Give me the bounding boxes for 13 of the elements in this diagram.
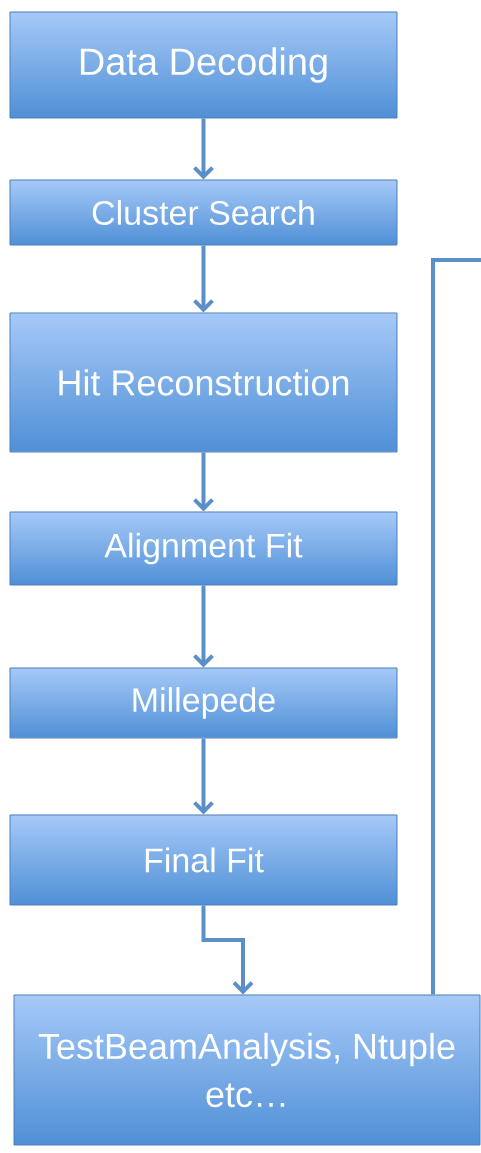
arrow (193, 245, 214, 313)
arrow (193, 118, 214, 180)
arrow (193, 452, 214, 512)
process-box: TestBeamAnalysis, Ntuple etc… (13, 994, 481, 1146)
process-box: Millepede (9, 667, 398, 739)
process-box: Final Fit (9, 814, 398, 906)
process-box: Hit Reconstruction (9, 312, 398, 453)
process-box: Alignment Fit (9, 511, 398, 586)
arrow (193, 738, 214, 815)
process-box: Data Decoding (9, 11, 398, 119)
process-box: Cluster Search (9, 179, 398, 246)
arrow (201, 905, 254, 995)
arrow (193, 585, 214, 668)
